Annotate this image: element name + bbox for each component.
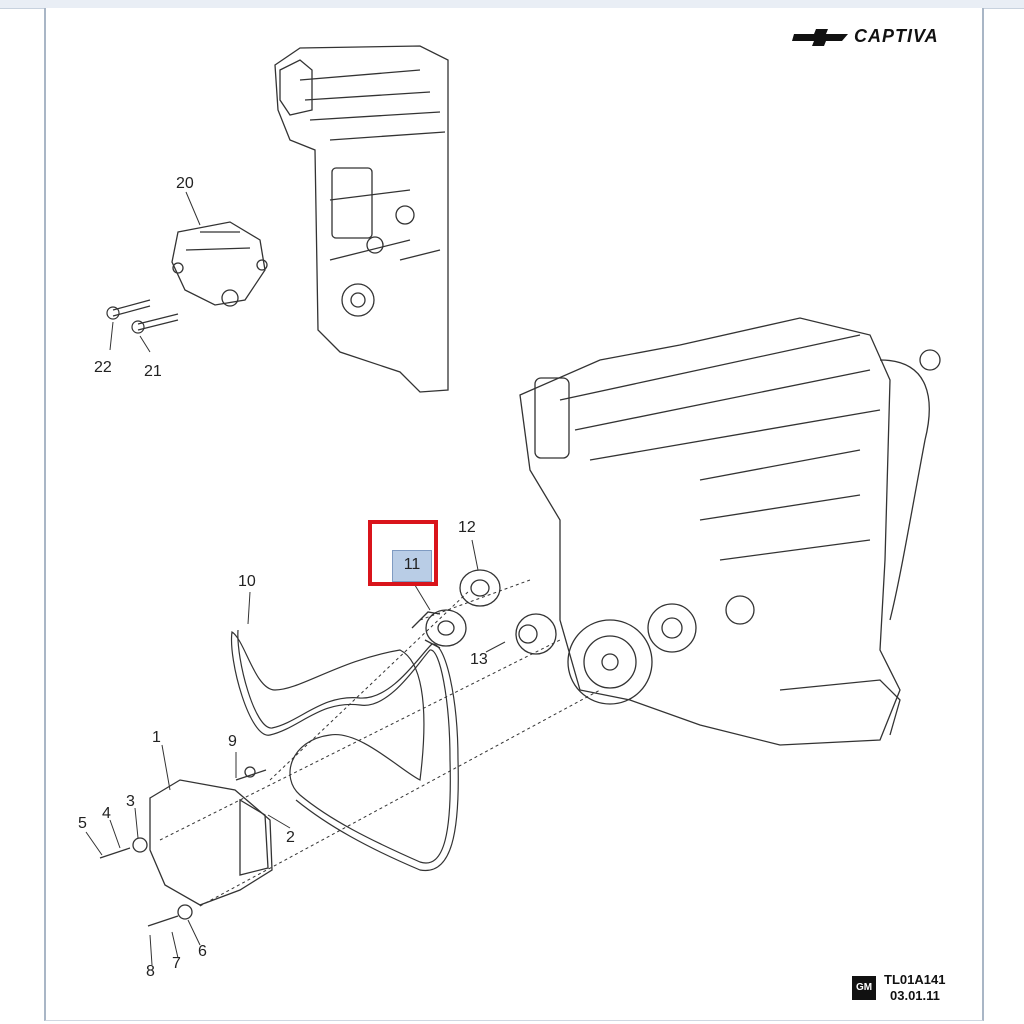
callout-5: 5	[78, 815, 87, 832]
callout-13: 13	[470, 651, 488, 668]
callout-7: 7	[172, 955, 181, 972]
chevrolet-bowtie-icon	[792, 29, 848, 46]
callout-6: 6	[198, 943, 207, 960]
highlighted-part-label[interactable]: 11	[392, 550, 432, 582]
reference-code: TL01A141	[884, 972, 946, 987]
callout-22: 22	[94, 359, 112, 376]
reference-date: 03.01.11	[890, 988, 940, 1003]
highlight-box: 11	[368, 520, 438, 586]
gm-logo-icon: GM	[852, 976, 876, 1000]
cover-1-illustration	[99, 766, 273, 927]
bracket-20-illustration	[171, 221, 268, 307]
callout-21: 21	[144, 363, 162, 380]
leader-lines	[85, 191, 601, 966]
callout-10: 10	[238, 573, 256, 590]
callout-12: 12	[458, 519, 476, 536]
drive-belt-10-illustration	[230, 629, 459, 872]
callout-1: 1	[152, 729, 161, 746]
brand-name: CAPTIVA	[854, 26, 939, 46]
callout-3: 3	[126, 793, 135, 810]
document-frame	[44, 8, 984, 1021]
bolts-21-22-illustration	[106, 299, 179, 334]
callout-20: 20	[176, 175, 194, 192]
lower-engine-illustration	[519, 317, 941, 746]
callout-4: 4	[102, 805, 111, 822]
pulleys-11-12-13-illustration	[411, 569, 557, 655]
callout-8: 8	[146, 963, 155, 980]
upper-engine-illustration	[274, 45, 449, 393]
callout-9: 9	[228, 733, 237, 750]
callout-labels: 20 22 21 10 12 13 1 9 2 3 4 5 6 7 8	[78, 175, 488, 980]
callout-2: 2	[286, 829, 295, 846]
brand: CAPTIVA	[792, 24, 952, 50]
